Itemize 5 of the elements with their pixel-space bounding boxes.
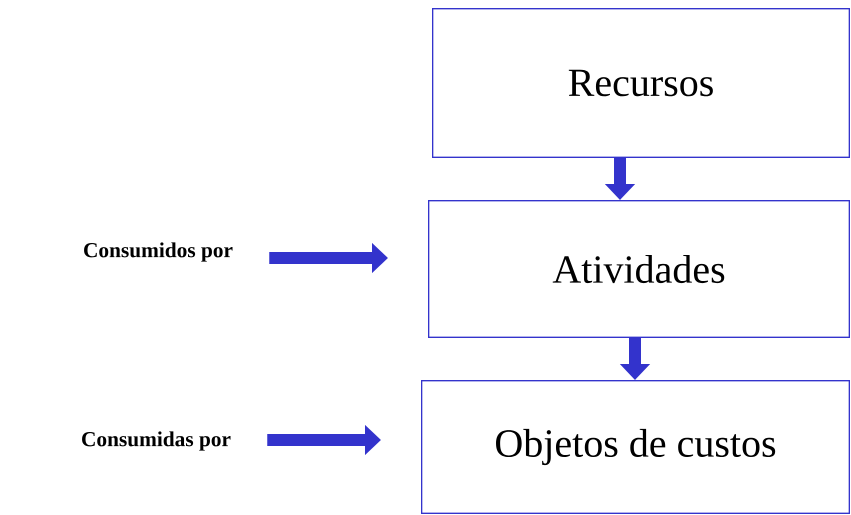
side-label: Consumidos por	[84, 242, 232, 262]
side-label: Consumidas por	[82, 431, 230, 451]
process-box: Atividades	[428, 200, 850, 338]
process-box: Objetos de custos	[421, 380, 850, 514]
process-box: Recursos	[432, 8, 850, 158]
